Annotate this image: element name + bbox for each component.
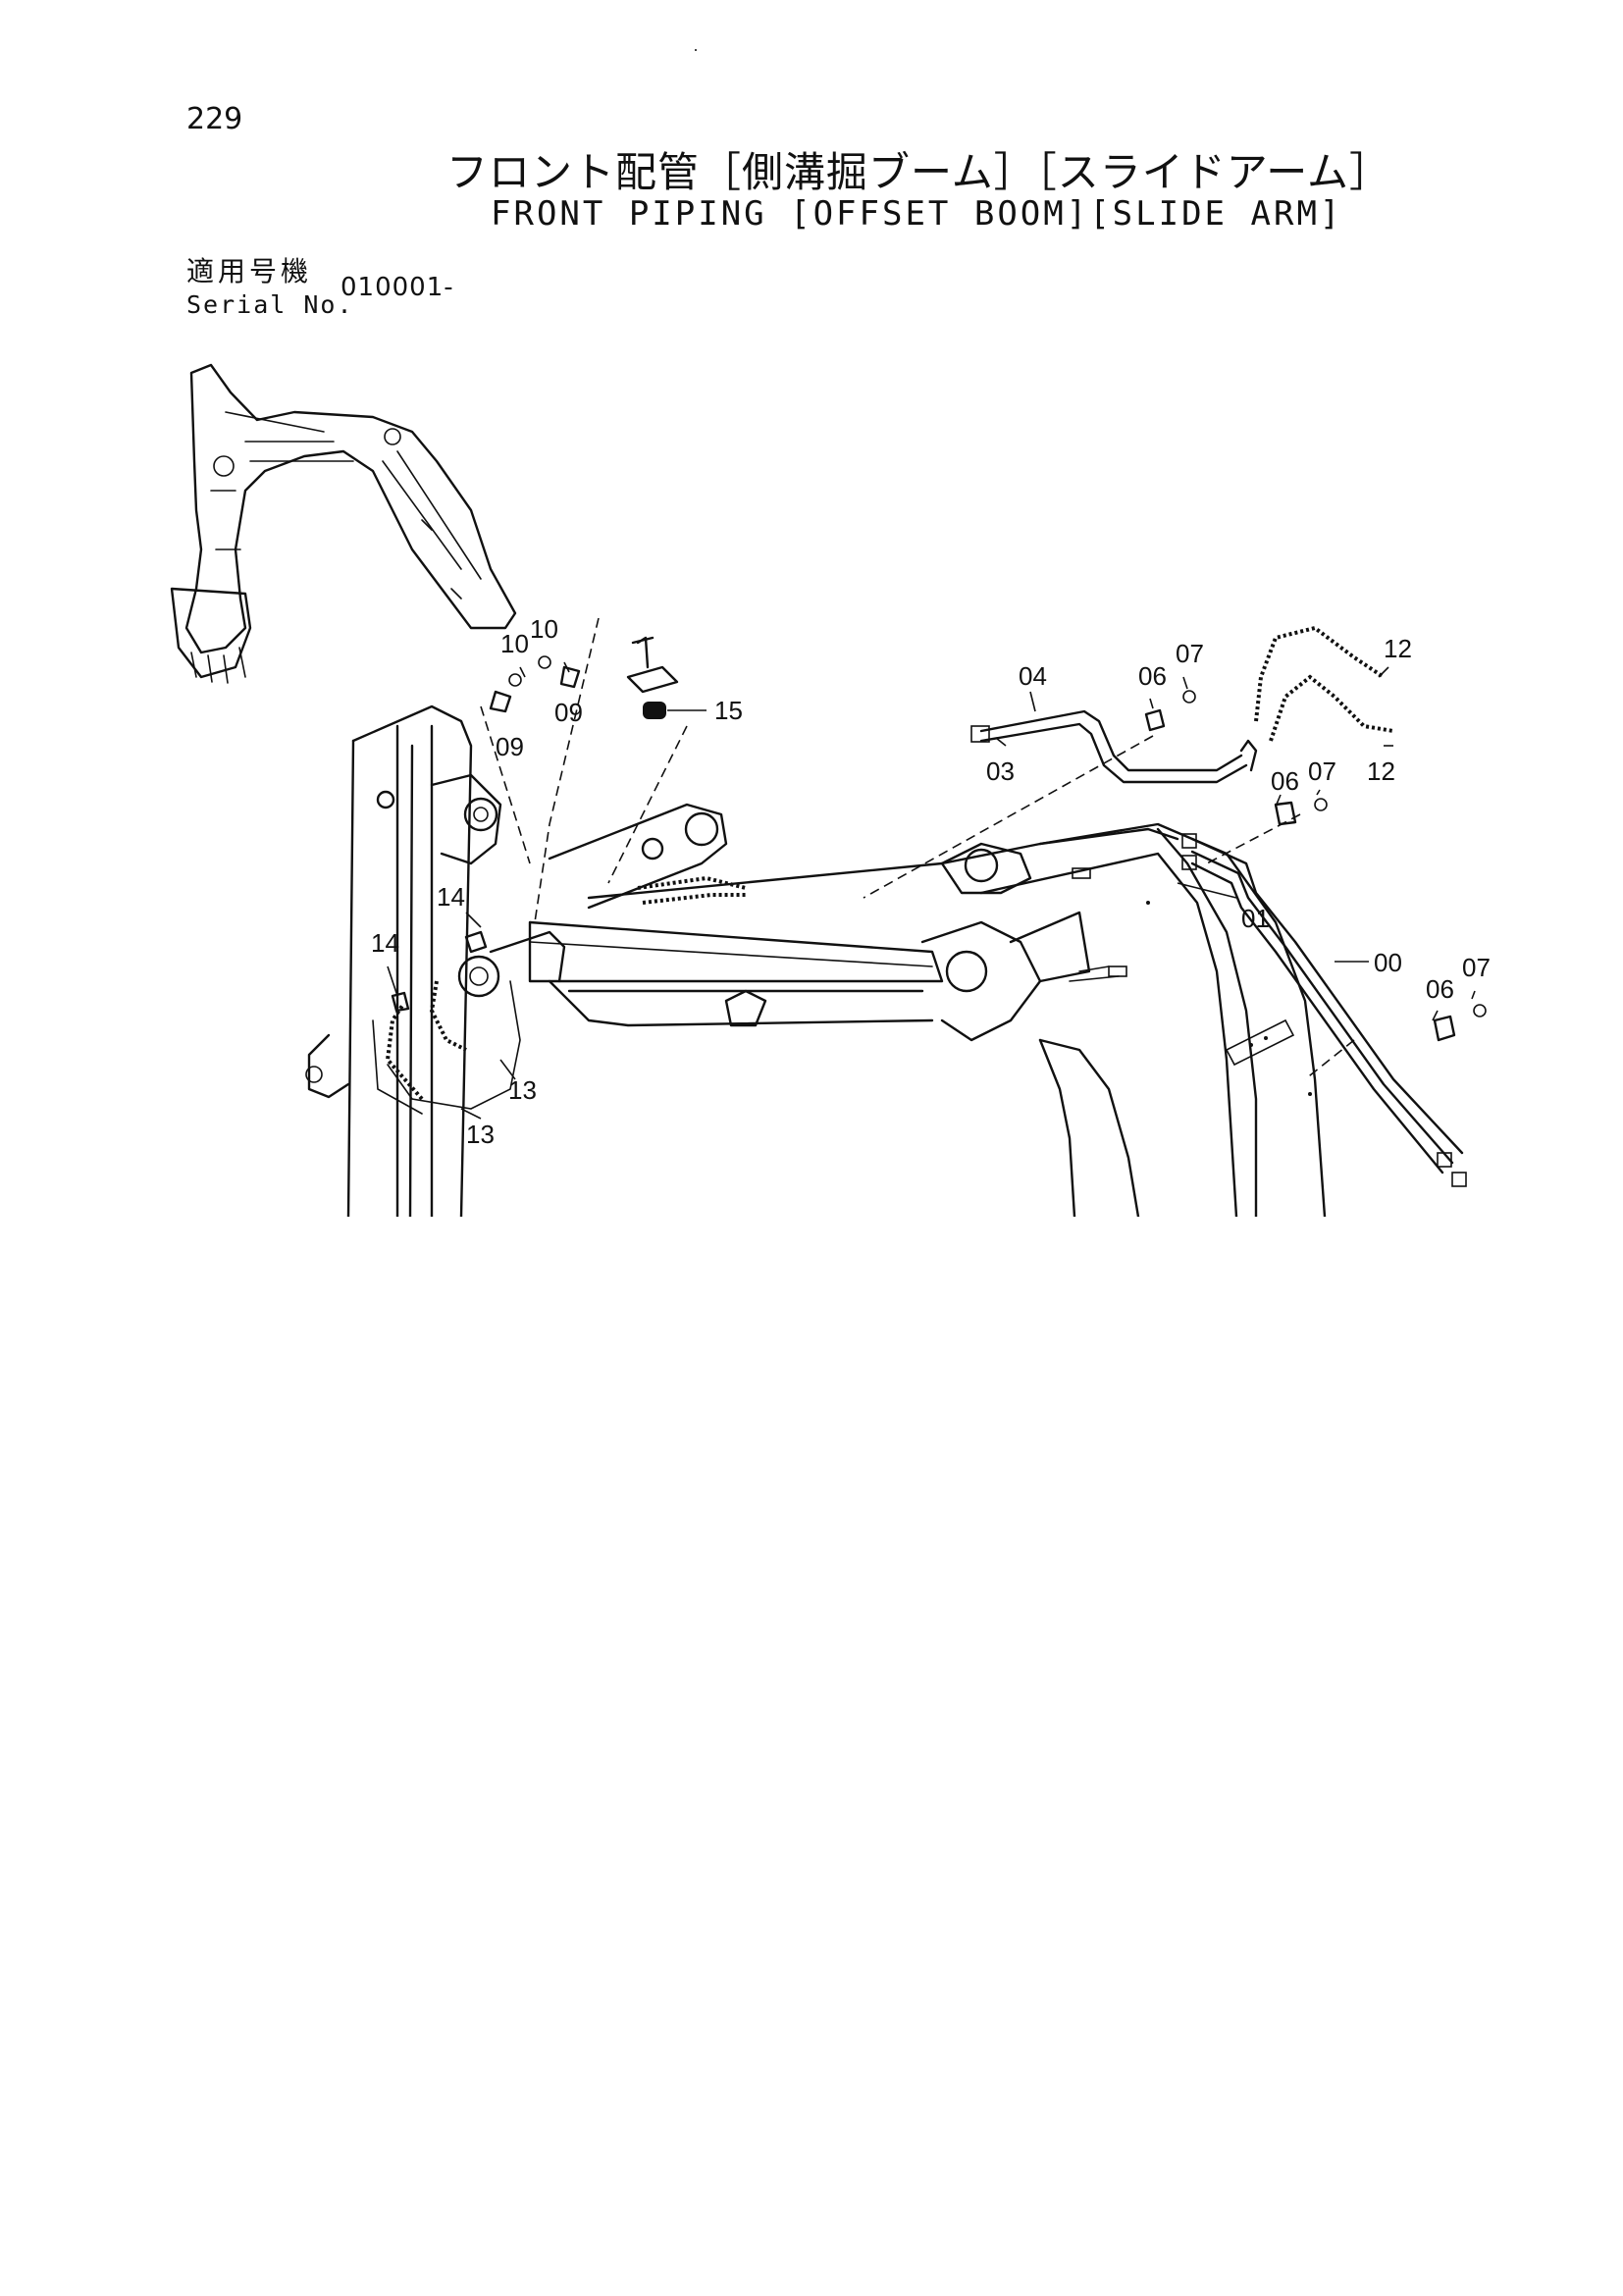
inset-arm-illustration [170, 363, 517, 684]
callout-07: 07 [1176, 639, 1204, 668]
front-piping-diagram: 10 10 09 09 15 14 14 13 13 04 03 06 07 0… [170, 363, 1491, 1217]
callout-03: 03 [986, 757, 1015, 786]
callout-01: 01 [1241, 904, 1270, 933]
callout-09: 09 [554, 698, 583, 727]
serial-number-value: 010001- [340, 273, 454, 302]
small-parts [391, 636, 1487, 1042]
callout-07: 07 [1462, 953, 1491, 982]
callout-10: 10 [530, 614, 558, 644]
callout-10: 10 [500, 629, 529, 658]
callout-14: 14 [371, 928, 399, 958]
callout-00: 00 [1374, 948, 1402, 977]
callout-12: 12 [1367, 757, 1395, 786]
leader-lines [387, 661, 1476, 1120]
callout-15: 15 [714, 696, 743, 725]
boom-body [305, 704, 1327, 1217]
callout-13: 13 [466, 1120, 495, 1149]
callout-13: 13 [508, 1075, 537, 1105]
callout-12: 12 [1384, 634, 1412, 663]
callout-06: 06 [1271, 766, 1299, 796]
callout-09: 09 [496, 732, 524, 761]
reference-lines [480, 617, 1355, 1080]
serial-label-english: Serial No. [186, 290, 354, 319]
piping [970, 709, 1467, 1187]
page-title-english: FRONT PIPING [OFFSET BOOM][SLIDE ARM] [491, 194, 1343, 234]
callout-04: 04 [1019, 661, 1047, 691]
callout-06: 06 [1138, 661, 1167, 691]
page-title-japanese: フロント配管［側溝掘ブーム］［スライドアーム］ [446, 148, 1391, 196]
page-number: 229 [186, 102, 243, 136]
callout-06: 06 [1426, 974, 1454, 1004]
serial-label-japanese: 適用号機 [186, 255, 313, 287]
stray-dot [695, 49, 697, 51]
callout-14: 14 [437, 882, 465, 912]
hoses [372, 625, 1394, 1115]
callout-labels: 10 10 09 09 15 14 14 13 13 04 03 06 07 0… [371, 614, 1491, 1149]
callout-07: 07 [1308, 757, 1336, 786]
